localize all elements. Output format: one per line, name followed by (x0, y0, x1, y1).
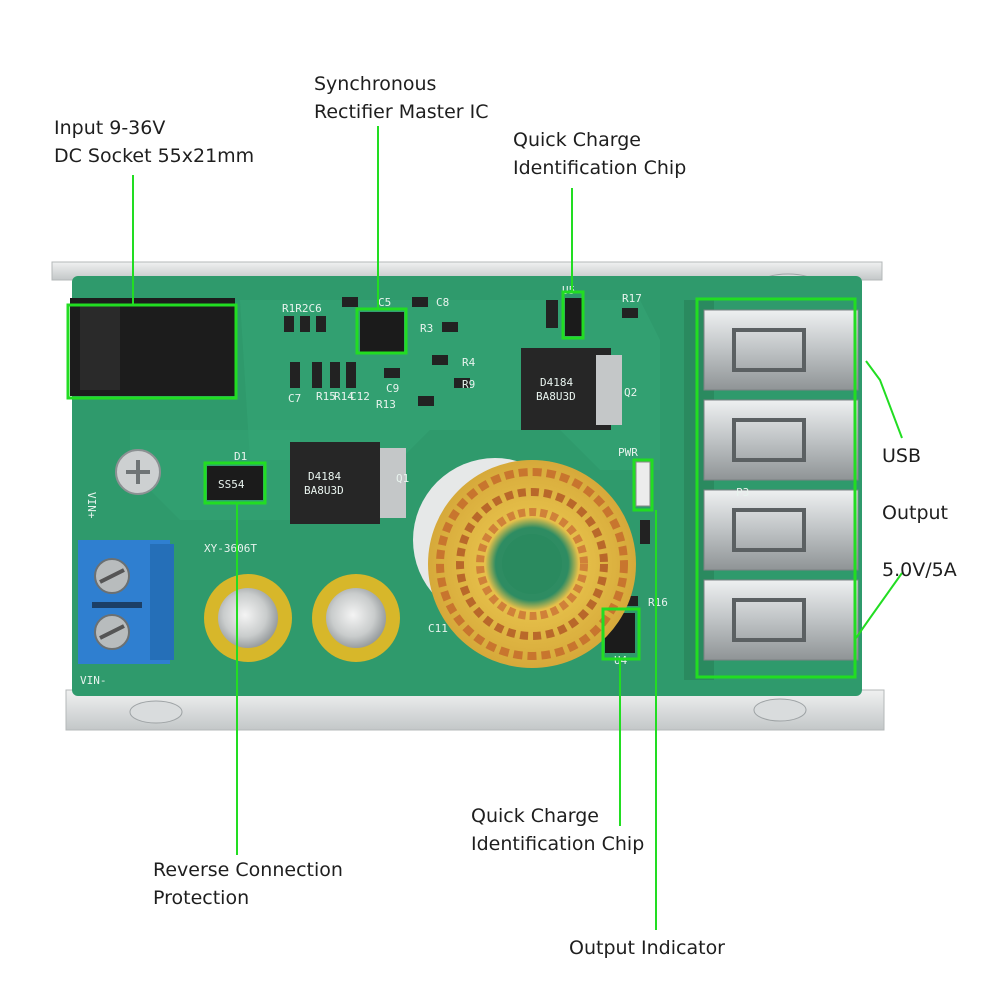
silk-r17: R17 (622, 292, 642, 305)
vin-plus-text: VIN+ (85, 492, 98, 519)
inductor-windings (436, 468, 628, 660)
silk-r9: R9 (462, 378, 475, 391)
case-screw-right (753, 698, 807, 722)
callout-reverse-protection: Reverse Connection Protection (153, 856, 343, 912)
callout-qc-top-line2: Identification Chip (513, 157, 687, 179)
model-text: XY-3606T (204, 542, 257, 555)
silk-r1r2c6: R1R2C6 (282, 302, 322, 315)
silk-c9: C9 (386, 382, 399, 395)
mosfet-q1-code: BA8U3D (304, 484, 344, 497)
silk-c8: C8 (436, 296, 449, 309)
callout-qc-top-line1: Quick Charge (513, 129, 641, 151)
callout-input-line2: DC Socket 55x21mm (54, 145, 255, 167)
highlights (66, 290, 857, 679)
silk-r14: R14 (334, 390, 354, 403)
mosfet-q1-marking: D4184 (308, 470, 341, 483)
callout-usb-output: USB Output 5.0V/5A (882, 428, 957, 599)
vin-minus-text: VIN- (80, 674, 107, 687)
silk-q1: Q1 (396, 472, 409, 485)
callout-input: Input 9-36V DC Socket 55x21mm (54, 114, 254, 170)
callout-usb-line3: 5.0V/5A (882, 559, 957, 581)
smd-components (284, 297, 650, 606)
qc-chip-top (565, 298, 583, 336)
highlight-usb (695, 297, 857, 679)
pwr-led (635, 461, 651, 507)
case-screw-left (129, 700, 183, 724)
callout-sync-line2: Rectifier Master IC (314, 101, 489, 123)
usb-ports (684, 300, 859, 680)
highlight-diode (203, 461, 267, 505)
diode-d1 (207, 466, 263, 500)
silk-p3: P3 (736, 486, 749, 499)
callout-input-line1: Input 9-36V (54, 117, 166, 139)
leader-lines (132, 126, 903, 930)
callout-reverse-line2: Protection (153, 887, 250, 909)
sync-rectifier-ic (360, 312, 404, 352)
metal-case-bottom (65, 689, 885, 731)
silk-r13: R13 (376, 398, 396, 411)
silk-r16: R16 (648, 596, 668, 609)
highlight-dc-socket (66, 303, 238, 400)
callout-usb-line1: USB (882, 445, 922, 467)
pwr-text: PWR (618, 446, 638, 459)
silk-c11: C11 (428, 622, 448, 635)
callout-reverse-line1: Reverse Connection (153, 859, 343, 881)
callout-sync-rectifier: Synchronous Rectifier Master IC (314, 70, 489, 126)
callout-output-indicator-line1: Output Indicator (569, 937, 725, 959)
silk-r3: R3 (420, 322, 433, 335)
mosfet-q2-code: BA8U3D (536, 390, 576, 403)
silk-c12: C12 (350, 390, 370, 403)
silk-q2: Q2 (624, 386, 637, 399)
mosfet-q1 (290, 442, 380, 524)
callout-qc-bottom-line1: Quick Charge (471, 805, 599, 827)
highlight-sync-ic (355, 307, 408, 355)
callout-qc-chip-bottom: Quick Charge Identification Chip (471, 802, 644, 858)
callout-usb-line2: Output (882, 502, 948, 524)
silk-c5: C5 (378, 296, 391, 309)
silk-r15: R15 (316, 390, 336, 403)
callout-qc-chip-top: Quick Charge Identification Chip (513, 126, 686, 182)
silk-r4: R4 (462, 356, 476, 369)
silk-d1: D1 (234, 450, 247, 463)
highlight-pwr-led (632, 458, 654, 512)
silk-c7: C7 (288, 392, 301, 405)
callout-sync-line1: Synchronous (314, 73, 437, 95)
silk-ss54: SS54 (218, 478, 245, 491)
mosfet-q2-marking: D4184 (540, 376, 573, 389)
callout-output-indicator: Output Indicator (569, 934, 725, 962)
callout-qc-bottom-line2: Identification Chip (471, 833, 645, 855)
